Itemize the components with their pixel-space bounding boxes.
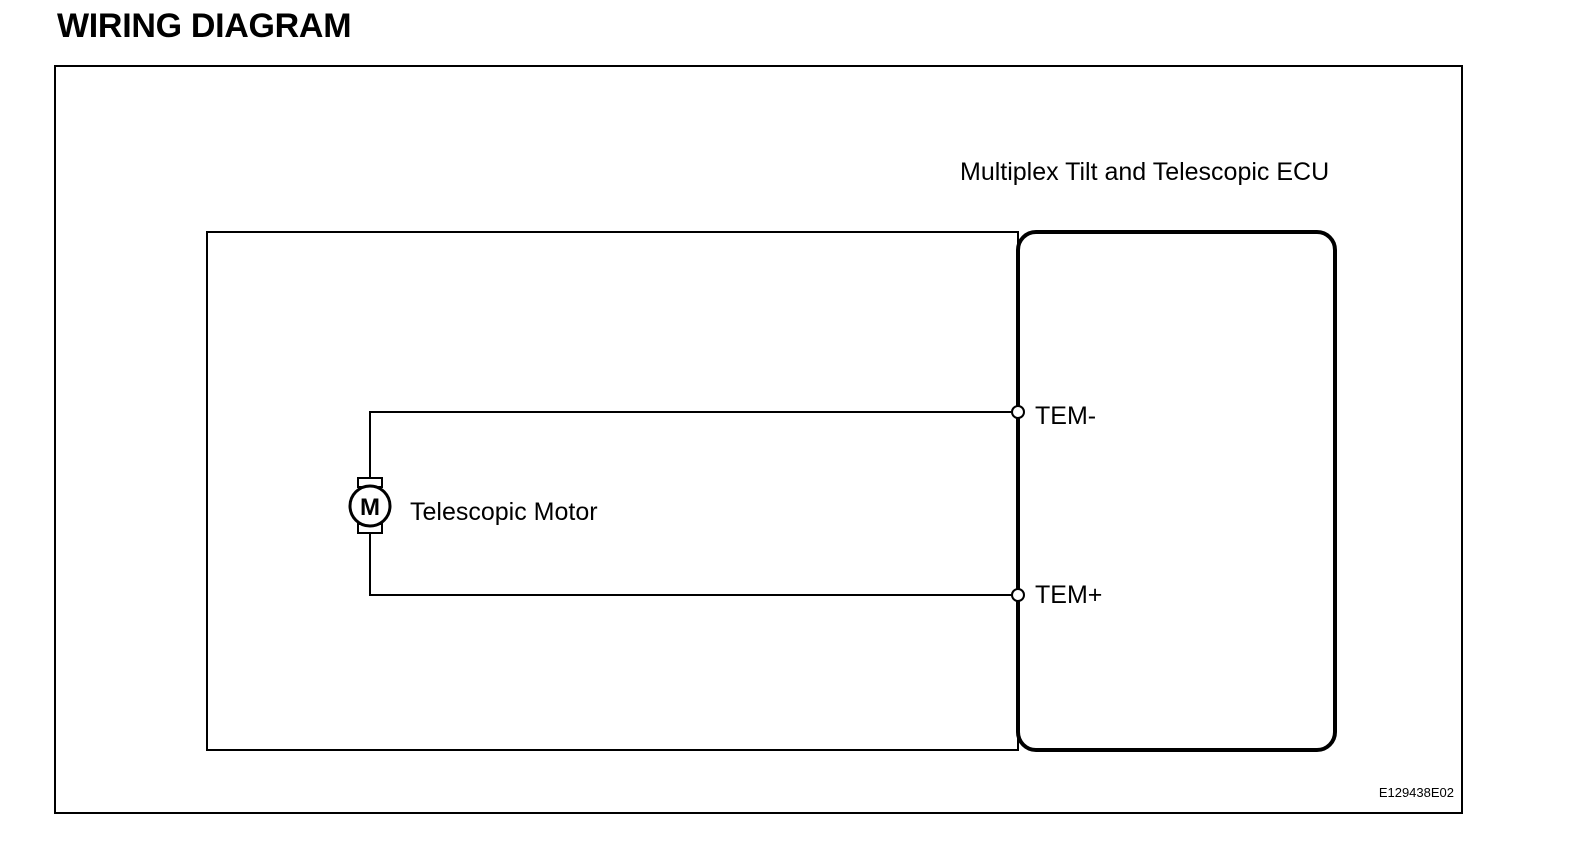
wire-tem-minus <box>369 411 1018 478</box>
motor-label: Telescopic Motor <box>410 498 598 526</box>
harness-boundary <box>206 231 1019 751</box>
page-title: WIRING DIAGRAM <box>57 7 352 45</box>
motor-icon: M <box>348 477 392 534</box>
terminal-label-tem-plus: TEM+ <box>1035 581 1102 609</box>
ecu-label: Multiplex Tilt and Telescopic ECU <box>960 158 1329 186</box>
diagram-frame <box>54 65 1463 814</box>
ecu-box <box>1016 230 1337 752</box>
wire-tem-plus <box>369 533 1018 596</box>
terminal-tem-minus <box>1011 405 1025 419</box>
terminal-label-tem-minus: TEM- <box>1035 402 1096 430</box>
figure-code: E129438E02 <box>1379 785 1454 800</box>
terminal-tem-plus <box>1011 588 1025 602</box>
motor-symbol: M <box>360 494 380 521</box>
